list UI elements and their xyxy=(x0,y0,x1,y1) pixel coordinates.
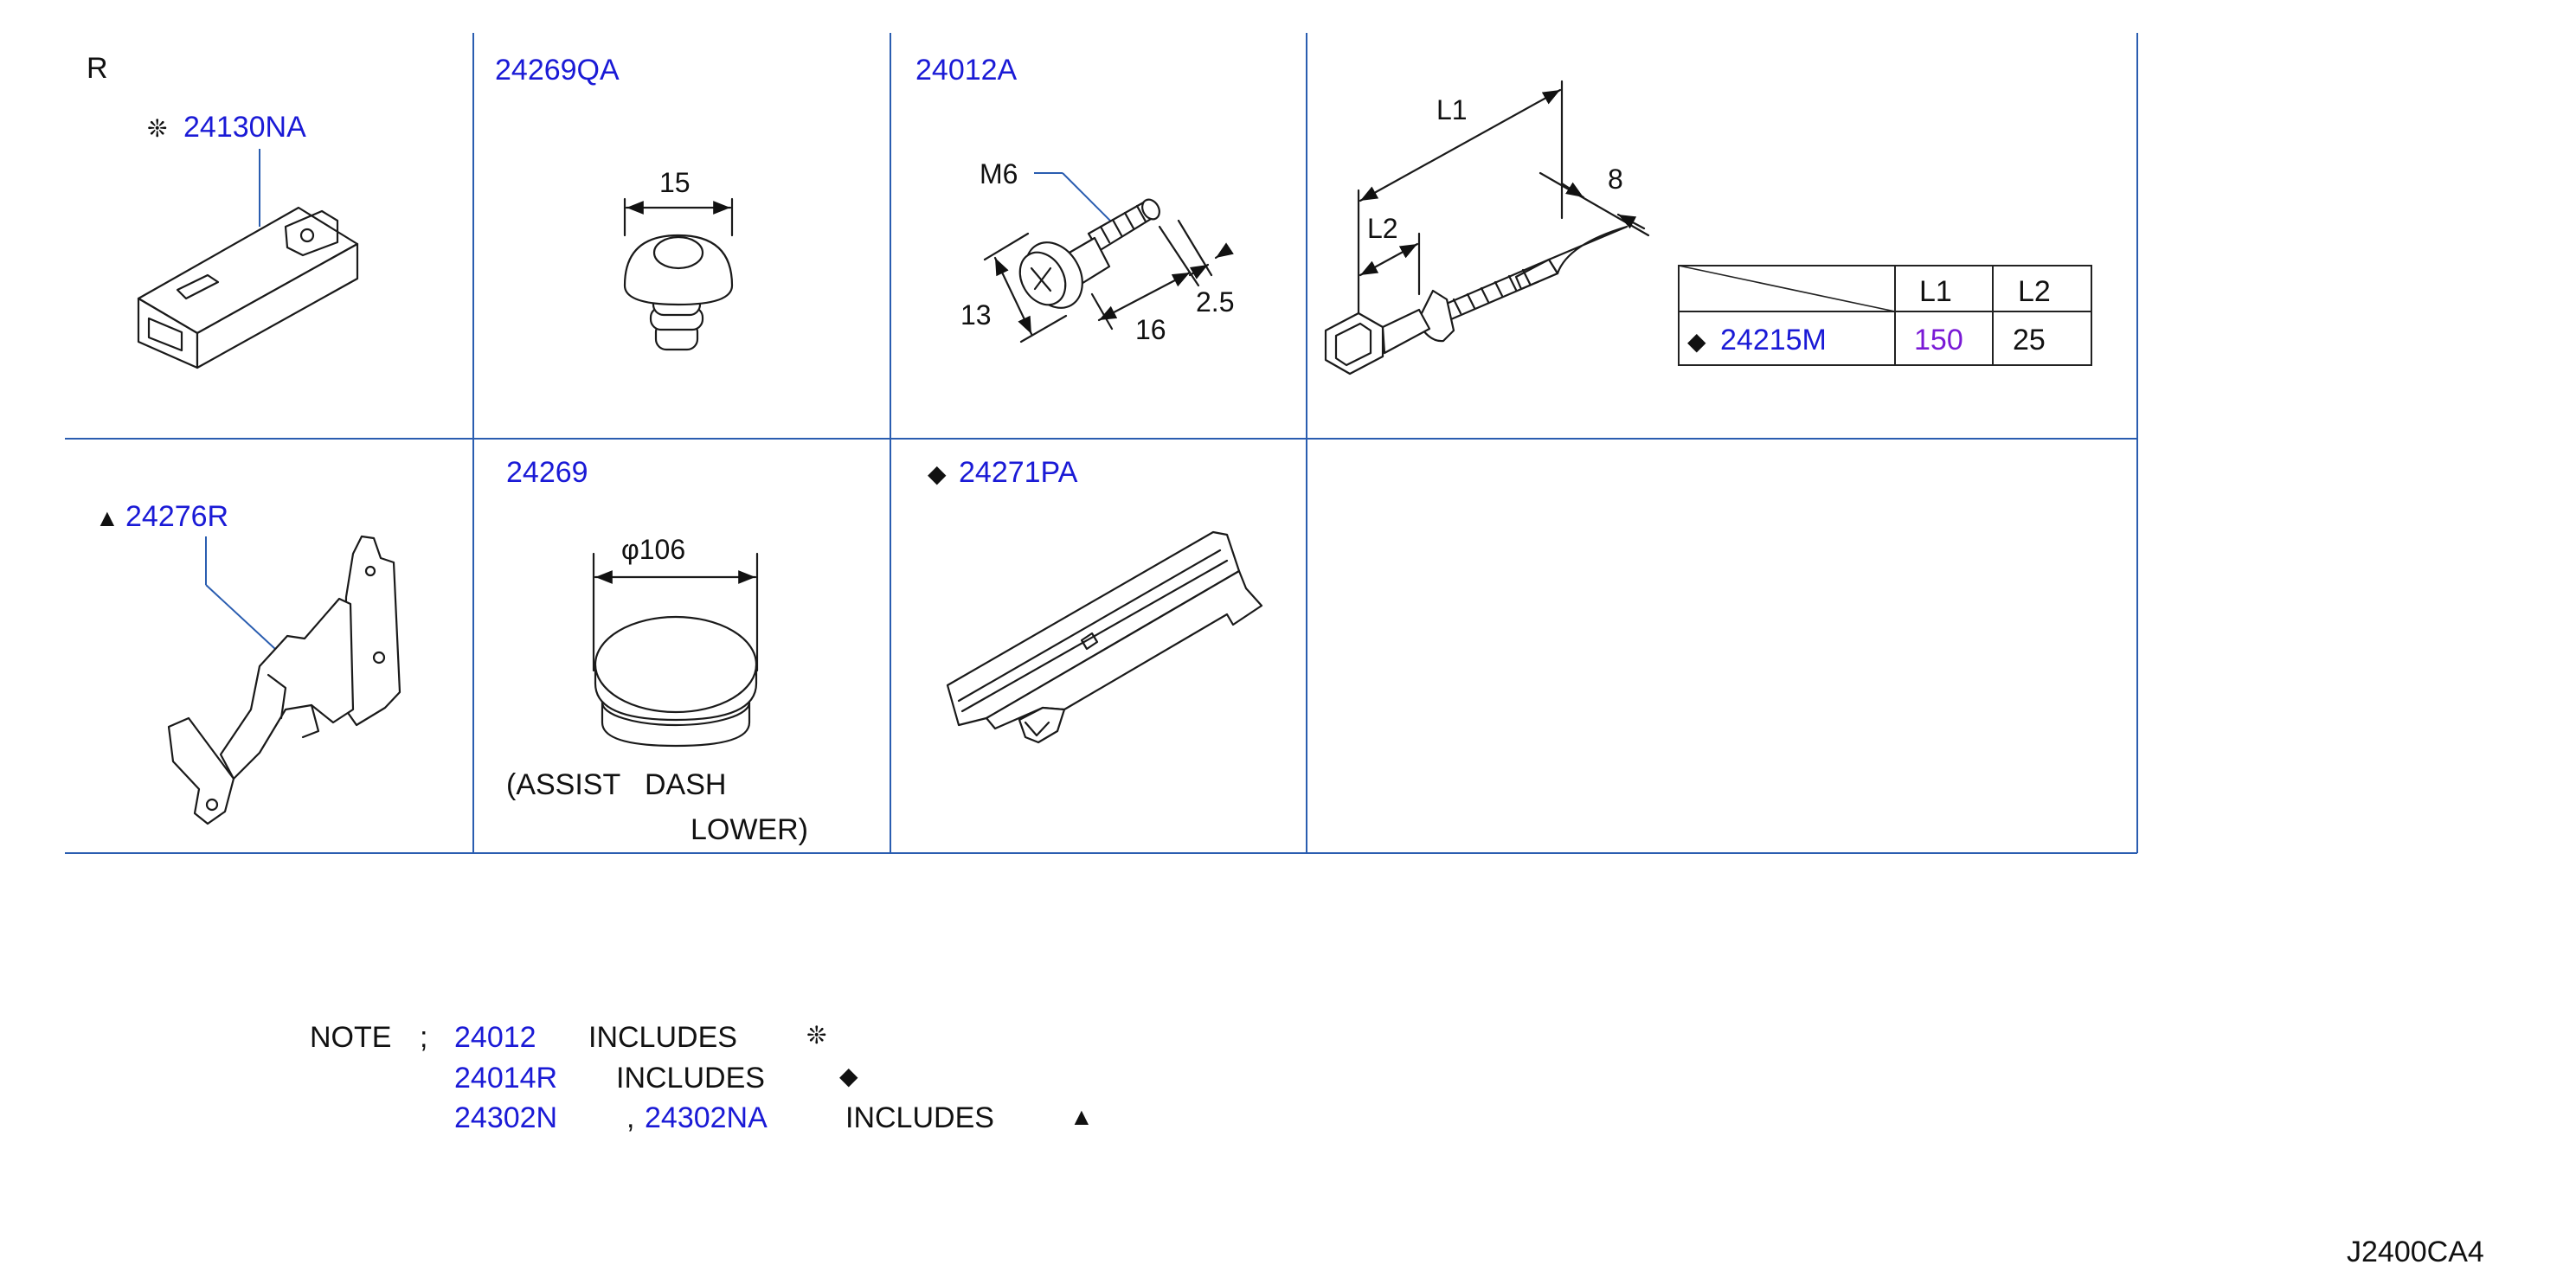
part-number-24271PA[interactable]: 24271PA xyxy=(959,456,1078,489)
dimension-8: 8 xyxy=(1539,164,1650,237)
dimension-13-label: 13 xyxy=(960,299,992,331)
table-value-L2: 25 xyxy=(2013,324,2046,356)
region-mark: R xyxy=(87,52,108,85)
dimension-phi106-label: φ106 xyxy=(621,534,685,565)
note-label: NOTE xyxy=(310,1021,391,1054)
clip-illustration xyxy=(623,234,734,351)
caption-line-2: LOWER) xyxy=(691,813,808,846)
note-includes-2: INCLUDES xyxy=(616,1062,765,1095)
cell-24269: 24269 φ106 (ASSIST DASH LOWER) xyxy=(506,456,808,846)
table-header-L1: L1 xyxy=(1919,275,1952,308)
dimension-phi106: φ106 xyxy=(592,534,759,672)
note-part-24302NA[interactable]: 24302NA xyxy=(645,1101,768,1134)
note-part-24012[interactable]: 24012 xyxy=(454,1021,536,1054)
note-symbol-triangle: ▲ xyxy=(1070,1103,1094,1130)
dimension-L2: L2 xyxy=(1359,213,1421,296)
caption-line-1: (ASSIST DASH xyxy=(506,768,726,801)
diagram-code: J2400CA4 xyxy=(2347,1236,2484,1268)
symbol-snowflake: ❊ xyxy=(147,115,167,142)
part-number-24269[interactable]: 24269 xyxy=(506,456,588,489)
dimension-L1-label: L1 xyxy=(1436,94,1468,125)
dimension-13: 13 xyxy=(960,232,1068,343)
length-table: L1 L2 ◆ 24215M 150 25 xyxy=(1678,265,2092,366)
cell-24276R: ▲ 24276R xyxy=(95,500,401,825)
note-symbol-snowflake: ❊ xyxy=(806,1022,826,1049)
symbol-diamond: ◆ xyxy=(928,460,947,487)
symbol-triangle: ▲ xyxy=(95,504,119,531)
note-includes-1: INCLUDES xyxy=(588,1021,737,1054)
dimension-L2-label: L2 xyxy=(1367,213,1398,244)
dimension-2-5: 2.5 xyxy=(1177,219,1234,318)
table-value-L1: 150 xyxy=(1914,324,1963,356)
note-part-24014R[interactable]: 24014R xyxy=(454,1062,557,1095)
parts-grid xyxy=(65,33,2138,854)
note-separator: ; xyxy=(420,1021,427,1054)
note-part-24302N[interactable]: 24302N xyxy=(454,1101,557,1134)
note-symbol-diamond: ◆ xyxy=(839,1063,858,1089)
part-number-24130NA[interactable]: 24130NA xyxy=(183,111,306,144)
dimension-label: 15 xyxy=(659,167,691,198)
dimension-16-label: 16 xyxy=(1135,314,1166,345)
bracket-illustration xyxy=(167,535,401,825)
cell-24130NA: R ❊ 24130NA xyxy=(87,52,359,369)
dimension-L1: L1 xyxy=(1357,80,1564,315)
part-number-24215M[interactable]: 24215M xyxy=(1720,324,1827,356)
dimension-2-5-label: 2.5 xyxy=(1196,286,1234,318)
symbol-diamond: ◆ xyxy=(1687,328,1706,355)
table-header-L2: L2 xyxy=(2018,275,2051,308)
part-number-24269QA[interactable]: 24269QA xyxy=(495,54,620,87)
plug-illustration xyxy=(594,615,758,748)
cell-24215M: L1 L2 8 L1 L2 ◆ 24215M 150 25 xyxy=(1324,80,2092,376)
note-comma: , xyxy=(626,1101,634,1134)
dimension-15: 15 xyxy=(623,167,734,237)
notes-section: NOTE ; 24012 INCLUDES ❊ 24014R INCLUDES … xyxy=(310,1021,1094,1134)
connector-illustration xyxy=(137,206,359,369)
rail-illustration xyxy=(946,530,1263,744)
cell-24271PA: ◆ 24271PA xyxy=(928,456,1263,744)
bolt-illustration xyxy=(1018,198,1160,309)
part-number-24276R[interactable]: 24276R xyxy=(125,500,228,533)
part-number-24012A[interactable]: 24012A xyxy=(915,54,1018,87)
cell-24269QA: 24269QA 15 xyxy=(495,54,734,351)
dimension-8-label: 8 xyxy=(1608,164,1623,195)
dimension-16: 16 xyxy=(1090,225,1200,345)
cell-24012A: 24012A M6 13 16 2.5 xyxy=(915,54,1234,345)
note-includes-3: INCLUDES xyxy=(845,1101,994,1134)
cable-tie-illustration xyxy=(1324,225,1628,376)
thread-label: M6 xyxy=(980,158,1018,189)
